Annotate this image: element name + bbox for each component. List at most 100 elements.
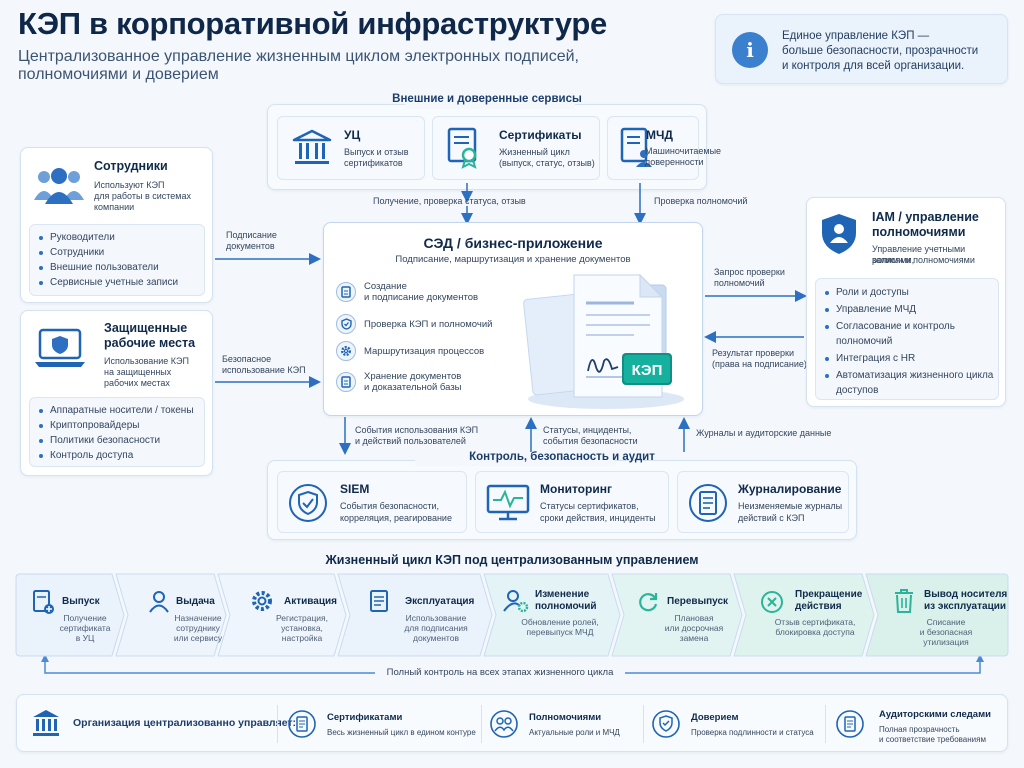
logging-desc-1: Неизменяемые журналы <box>738 501 843 511</box>
service-uc-title: УЦ <box>344 128 361 142</box>
employees-desc-2: для работы в системах <box>94 191 191 201</box>
arrow-label-safe-use-2: использование КЭП <box>222 365 306 375</box>
sed-feature-verify[interactable]: Проверка КЭП и полномочий <box>336 313 492 335</box>
arrow-label-authority-check: Проверка полномочий <box>654 196 748 206</box>
arrow-label-statuses-1: Статусы, инциденты, <box>543 425 632 435</box>
workplaces-list-box: Аппаратные носители / токены Криптопрова… <box>29 397 205 467</box>
step-activation-title: Активация <box>284 596 337 607</box>
step-change-title-2: полномочий <box>535 601 597 612</box>
bank-icon <box>292 129 332 164</box>
arrow-label-request-1: Запрос проверки <box>714 267 785 277</box>
iam-item: Согласование и контроль <box>822 319 993 334</box>
step-operation-desc-1: Использование <box>405 613 467 623</box>
arrow-label-events-1: События использования КЭП <box>355 425 479 435</box>
sed-feature-storage-2: и доказательной базы <box>364 382 462 393</box>
workplaces-panel: Защищенные рабочие места Использование К… <box>20 310 213 476</box>
footer-panel: Организация централизованно управляет: С… <box>16 694 1008 752</box>
service-mchd-desc-2: доверенности <box>645 157 704 167</box>
service-certificates[interactable]: Сертификаты Жизненный цикл (выпуск, стат… <box>432 116 600 180</box>
step-reissue-desc-1: Плановая <box>674 613 714 623</box>
shield-check-icon <box>289 484 327 522</box>
workplaces-title-1: Защищенные <box>104 321 188 335</box>
control-logging[interactable]: Журналирование Неизменяемые журналы дейс… <box>677 471 849 533</box>
arrow-label-journals: Журналы и аудиторские данные <box>696 428 832 438</box>
employees-item: Внешние пользователи <box>36 260 178 275</box>
service-certificates-title: Сертификаты <box>499 128 582 142</box>
footer-trust-desc: Проверка подлинности и статуса <box>691 728 814 737</box>
kep-badge-text: КЭП <box>632 362 663 379</box>
sed-feature-routing[interactable]: Маршрутизация процессов <box>336 340 484 362</box>
step-operation-desc-3: документов <box>413 633 459 643</box>
step-issue-user-desc-2: сотруднику <box>176 623 220 633</box>
iam-title-1: IAM / управление <box>872 210 979 224</box>
arrow-label-statuses-2: события безопасности <box>543 436 638 446</box>
iam-item-cont: полномочий <box>836 336 893 347</box>
arrow-label-events-2: и действий пользователей <box>355 436 466 446</box>
service-mchd[interactable]: МЧД <box>607 116 699 180</box>
footer-authority-desc: Актуальные роли и МЧД <box>529 728 620 737</box>
step-operation-title: Эксплуатация <box>405 596 475 607</box>
shield-check-icon <box>340 318 352 330</box>
step-issue-desc-3: в УЦ <box>75 633 95 643</box>
step-issue-user-desc-1: Назначение <box>174 613 222 623</box>
users-icon <box>34 168 84 204</box>
footer-audit-desc-2: и соответствие требованиям <box>879 735 986 744</box>
step-decommission-desc-1: Списание <box>926 617 966 627</box>
step-operation-desc-2: для подписания <box>404 623 468 633</box>
journal-icon <box>689 484 727 522</box>
employees-title: Сотрудники <box>94 159 168 173</box>
service-uc-desc-2: сертификатов <box>344 158 403 168</box>
monitoring-desc-2: сроки действия, инциденты <box>540 513 656 523</box>
service-mchd-title: МЧД <box>646 128 673 142</box>
monitoring-desc-1: Статусы сертификатов, <box>540 501 639 511</box>
arrow-label-result-1: Результат проверки <box>712 348 794 358</box>
sed-feature-routing-label: Маршрутизация процессов <box>364 345 485 357</box>
arrow-label-request-2: полномочий <box>714 278 765 288</box>
workplaces-desc-3: рабочих местах <box>104 378 170 388</box>
step-change-desc-2: перевыпуск МЧД <box>526 627 594 637</box>
step-terminate-desc-1: Отзыв сертификата, <box>774 617 856 627</box>
control-title-bg <box>415 452 615 466</box>
cancel-circle-icon <box>761 591 783 613</box>
step-terminate-title-1: Прекращение <box>795 589 863 600</box>
service-uc-desc-1: Выпуск и отзыв <box>344 147 409 157</box>
employees-desc-1: Используют КЭП <box>94 180 165 190</box>
service-uc[interactable]: УЦ Выпуск и отзыв сертификатов <box>277 116 425 180</box>
footer-audit-title: Аудиторскими следами <box>879 709 991 720</box>
gear-icon <box>252 591 272 611</box>
step-issue-desc-1: Получение <box>63 613 107 623</box>
iam-desc-1: Управление учетными записями, <box>872 244 966 265</box>
step-activation-desc-1: Регистрация, <box>275 613 329 623</box>
step-change-title-1: Изменение <box>535 589 590 600</box>
footer-authority-title: Полномочиями <box>529 712 602 723</box>
sed-feature-verify-label: Проверка КЭП и полномочий <box>364 318 493 330</box>
control-title: Контроль, безопасность и аудит <box>469 451 655 463</box>
control-monitoring[interactable]: Мониторинг Статусы сертификатов, сроки д… <box>475 471 669 533</box>
external-services-title-text: Внешние и доверенные сервисы <box>392 93 582 105</box>
document-user-icon <box>620 127 652 167</box>
footer-certs-title: Сертификатами <box>327 712 403 723</box>
page-subtitle-2: полномочиями и доверием <box>18 66 219 83</box>
monitor-pulse-icon <box>486 484 530 521</box>
sed-feature-create-1: Создание <box>364 281 407 292</box>
info-icon: i <box>732 32 768 68</box>
siem-desc-1: События безопасности, <box>340 501 440 511</box>
workplaces-desc-2: на защищенных <box>104 367 172 377</box>
shield-user-icon <box>822 214 856 254</box>
step-decommission-title-2: из эксплуатации <box>924 601 1007 612</box>
page-subtitle-1: Централизованное управление жизненным ци… <box>18 48 579 65</box>
sed-feature-storage-1: Хранение документов <box>364 371 462 382</box>
step-reissue-title: Перевыпуск <box>667 596 729 607</box>
workplaces-item: Политики безопасности <box>36 433 194 448</box>
control-siem[interactable]: SIEM События безопасности, корреляция, р… <box>277 471 467 533</box>
divider <box>481 705 482 743</box>
users-icon <box>490 710 518 738</box>
iam-item-cont: доступов <box>836 385 879 396</box>
workplaces-title-2: рабочие места <box>104 336 196 350</box>
footer-trust-title: Доверием <box>691 712 739 723</box>
footer-lead: Организация централизованно управляет: <box>73 717 297 729</box>
step-issue-desc-2: сертификата <box>59 623 111 633</box>
document-icon <box>341 286 351 298</box>
